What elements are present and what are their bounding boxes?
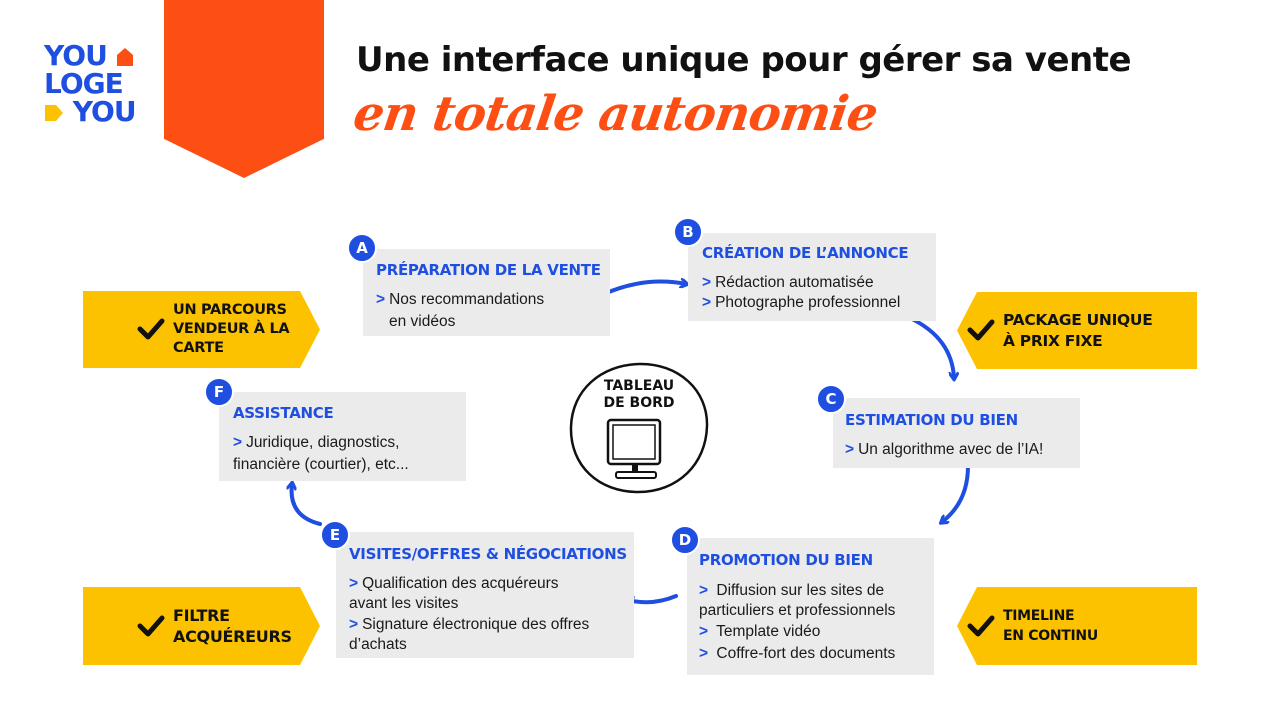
tag-filtre-acquereurs: FILTRE ACQUÉREURS bbox=[83, 587, 320, 665]
step-d-line-3: > Template vidéo bbox=[699, 623, 821, 640]
step-a-badge: A bbox=[347, 233, 377, 263]
arrow-c-to-d bbox=[942, 464, 970, 522]
step-d-box: PROMOTION DU BIEN > Diffusion sur les si… bbox=[687, 538, 934, 675]
chevron-right-icon: > bbox=[349, 616, 359, 633]
checkmark-icon bbox=[967, 319, 995, 341]
step-a-line-2: en vidéos bbox=[389, 313, 456, 330]
step-b-title: CRÉATION DE L’ANNONCE bbox=[702, 244, 909, 262]
step-d-line-1: > Diffusion sur les sites de bbox=[699, 582, 885, 599]
step-e-line-4: d’achats bbox=[349, 636, 407, 653]
step-a-line-1: >Nos recommandations bbox=[376, 291, 545, 308]
step-f-line-2: financière (courtier), etc... bbox=[233, 456, 409, 473]
page-title: Une interface unique pour gérer sa vente bbox=[356, 40, 1132, 80]
logo-line-3: YOU bbox=[72, 95, 137, 128]
step-a-box: PRÉPARATION DE LA VENTE >Nos recommandat… bbox=[363, 249, 610, 336]
tag-timeline-continu: TIMELINE EN CONTINU bbox=[957, 587, 1197, 665]
step-d-line-2: particuliers et professionnels bbox=[699, 602, 896, 619]
dashboard-label-1: TABLEAU bbox=[603, 378, 675, 394]
arrow-e-to-f bbox=[292, 484, 322, 526]
checkmark-icon bbox=[137, 614, 165, 638]
arrow-a-to-b bbox=[602, 282, 686, 296]
step-c-box: ESTIMATION DU BIEN >Un algorithme avec d… bbox=[833, 398, 1080, 468]
step-b-badge: B bbox=[673, 217, 703, 247]
chevron-right-icon: > bbox=[233, 434, 243, 451]
step-b-box: CRÉATION DE L’ANNONCE >Rédaction automat… bbox=[688, 233, 936, 321]
step-f-box: ASSISTANCE >Juridique, diagnostics, fina… bbox=[219, 392, 466, 481]
tag-package-prix-fixe: PACKAGE UNIQUE À PRIX FIXE bbox=[957, 292, 1197, 369]
tag-shape-icon bbox=[45, 105, 63, 121]
logo-line-2: LOGE bbox=[44, 67, 124, 100]
dashboard-center: TABLEAU DE BORD bbox=[566, 360, 712, 496]
step-e-line-3: >Signature électronique des offres bbox=[349, 616, 590, 633]
step-d-badge: D bbox=[670, 525, 700, 555]
chevron-right-icon: > bbox=[376, 291, 386, 308]
logo-line-1: YOU bbox=[44, 39, 108, 72]
house-icon bbox=[116, 48, 133, 66]
step-a-title: PRÉPARATION DE LA VENTE bbox=[376, 261, 601, 279]
step-f-badge: F bbox=[204, 377, 234, 407]
step-e-title: VISITES/OFFRES & NÉGOCIATIONS bbox=[349, 545, 627, 563]
arrow-b-to-c bbox=[908, 316, 954, 378]
step-c-line-1: >Un algorithme avec de l’IA! bbox=[845, 441, 1044, 458]
tag-parcours-vendeur: UN PARCOURS VENDEUR À LA CARTE bbox=[83, 291, 320, 368]
dashboard-label-2: DE BORD bbox=[603, 395, 675, 411]
chevron-right-icon: > bbox=[699, 645, 709, 662]
step-e-badge: E bbox=[320, 520, 350, 550]
step-e-line-1: >Qualification des acquéreurs bbox=[349, 575, 559, 592]
step-b-line-2: >Photographe professionnel bbox=[702, 294, 901, 311]
step-f-title: ASSISTANCE bbox=[233, 404, 334, 422]
step-d-title: PROMOTION DU BIEN bbox=[699, 551, 873, 569]
step-c-title: ESTIMATION DU BIEN bbox=[845, 411, 1018, 429]
chevron-right-icon: > bbox=[699, 582, 709, 599]
step-e-box: VISITES/OFFRES & NÉGOCIATIONS >Qualifica… bbox=[336, 532, 634, 658]
step-d-line-4: > Coffre-fort des documents bbox=[699, 645, 896, 662]
dashboard-icon bbox=[569, 362, 709, 494]
checkmark-icon bbox=[967, 615, 995, 637]
chevron-right-icon: > bbox=[349, 575, 359, 592]
checkmark-icon bbox=[137, 317, 165, 341]
youlogeyou-logo: YOU LOGE YOU bbox=[44, 42, 144, 126]
step-e-line-2: avant les visites bbox=[349, 595, 459, 612]
step-b-line-1: >Rédaction automatisée bbox=[702, 274, 874, 291]
step-f-line-1: >Juridique, diagnostics, bbox=[233, 434, 400, 451]
chevron-right-icon: > bbox=[702, 294, 712, 311]
chevron-right-icon: > bbox=[702, 274, 712, 291]
chevron-right-icon: > bbox=[699, 623, 709, 640]
arrow-d-to-e bbox=[628, 594, 678, 602]
chevron-right-icon: > bbox=[845, 441, 855, 458]
step-c-badge: C bbox=[816, 384, 846, 414]
orange-banner bbox=[164, 0, 324, 178]
